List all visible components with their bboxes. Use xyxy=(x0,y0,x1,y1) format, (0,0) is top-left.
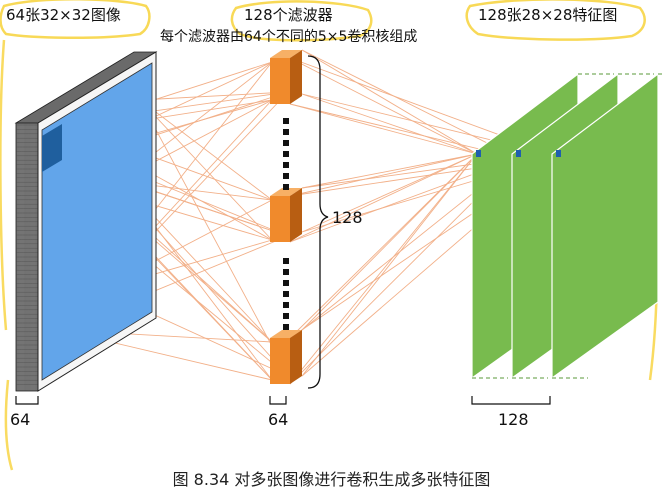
filter-to-map-line xyxy=(289,153,478,385)
ellipsis-dot xyxy=(283,291,289,297)
feature-map-plane xyxy=(551,72,659,380)
input-images-title: 64张32×32图像 xyxy=(6,6,121,24)
feature-maps-title: 128张28×28特征图 xyxy=(478,6,618,24)
ellipsis-dot xyxy=(283,324,289,330)
feature-map-output-dot xyxy=(476,150,481,157)
feature-map-stack xyxy=(471,72,663,380)
filter-to-map-line xyxy=(301,153,478,189)
ellipsis-dot xyxy=(283,173,289,179)
highlight-scribble-left xyxy=(0,39,14,471)
ellipsis-dot xyxy=(283,162,289,168)
ellipsis-dot xyxy=(283,140,289,146)
filter-to-map-line xyxy=(301,153,478,233)
input-to-filter-line xyxy=(139,91,289,101)
filter-top-face xyxy=(270,50,302,58)
ellipsis-dot xyxy=(283,313,289,319)
filter-depth-label: 64 xyxy=(268,410,289,429)
ellipsis-dot xyxy=(283,184,289,190)
filter-column xyxy=(270,50,302,384)
ellipsis-dot xyxy=(283,280,289,286)
filter-count-label: 128 xyxy=(332,208,363,227)
filter-front-face xyxy=(270,196,290,242)
filters-subtitle: 每个滤波器由64个不同的5×5卷积核组成 xyxy=(160,29,418,45)
filter-to-map-line xyxy=(301,153,478,377)
filter-ellipsis xyxy=(283,118,289,330)
filter-side-face xyxy=(290,50,302,104)
feature-map-output-dot xyxy=(556,150,561,157)
filter-front-face xyxy=(270,58,290,104)
filter-cuboid xyxy=(270,330,302,384)
feature-map xyxy=(551,72,663,380)
filter-top-face xyxy=(270,188,302,196)
filter-depth-bracket xyxy=(269,396,287,405)
input-image-face xyxy=(41,62,153,381)
ellipsis-dot xyxy=(283,151,289,157)
filter-to-map-line xyxy=(289,103,478,155)
highlight-ring-filters xyxy=(230,0,373,42)
feature-maps-count-label: 128 xyxy=(498,410,529,429)
filter-to-map-line xyxy=(301,153,478,331)
filter-to-map-line xyxy=(289,153,478,339)
filter-front-face xyxy=(270,338,290,384)
filters-title: 128个滤波器 xyxy=(244,6,333,24)
input-to-filter-line xyxy=(139,99,289,377)
figure-caption: 图 8.34 对多张图像进行卷积生成多张特征图 xyxy=(172,470,491,489)
input-to-filter-line xyxy=(139,99,273,241)
filter-top-face xyxy=(270,330,302,338)
ellipsis-dot xyxy=(283,129,289,135)
filter-to-map-line xyxy=(289,153,478,197)
input-receptive-patch xyxy=(42,124,62,172)
input-depth-label: 64 xyxy=(10,410,31,429)
filter-side-face xyxy=(290,330,302,384)
ellipsis-dot xyxy=(283,258,289,264)
input-image-stack xyxy=(14,51,158,392)
filter-to-map-line xyxy=(301,49,478,155)
ellipsis-dot xyxy=(283,302,289,308)
depth-brackets xyxy=(15,396,551,405)
filter-count-brace xyxy=(307,55,329,389)
filter-to-map-line xyxy=(289,153,478,243)
input-depth-bracket xyxy=(15,396,39,405)
filter-to-map-line xyxy=(301,49,518,159)
filter-to-map-line xyxy=(301,93,478,155)
input-to-filter-line xyxy=(139,99,273,201)
highlight-ring-input xyxy=(0,0,151,40)
filter-side-face xyxy=(290,188,302,242)
ellipsis-dot xyxy=(283,269,289,275)
highlight-ring-maps xyxy=(465,0,646,41)
filter-cuboid xyxy=(270,188,302,242)
filter-to-map-line xyxy=(289,57,478,155)
maps-count-bracket xyxy=(471,396,551,405)
ellipsis-dot xyxy=(283,118,289,124)
feature-map-output-dot xyxy=(516,150,521,157)
filter-cuboid xyxy=(270,50,302,104)
